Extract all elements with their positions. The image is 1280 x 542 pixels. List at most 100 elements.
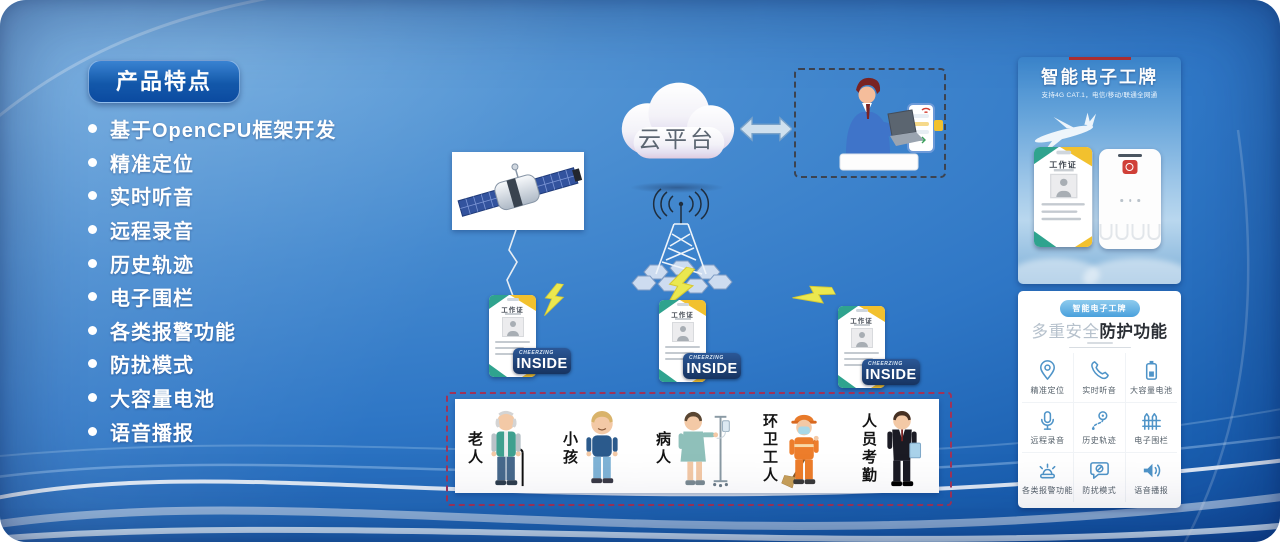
feature-item: 各类报警功能: [88, 314, 336, 348]
feature-text: 大容量电池: [110, 389, 215, 412]
photo-head: [509, 321, 516, 327]
feature-item: 精准定位: [88, 146, 336, 180]
work-badge-card: 工作证: [489, 295, 536, 377]
work-badge-card: 工作证: [1034, 147, 1093, 248]
bullet-icon: [88, 292, 97, 302]
user-groups-box: 老人 小孩: [455, 399, 939, 493]
fence-icon: [1141, 413, 1161, 430]
bullet-icon: [88, 426, 97, 436]
cell-tower: [622, 188, 740, 296]
feature-item: 大容量电池: [88, 381, 336, 415]
badge-text-bars: [1041, 203, 1085, 221]
badge-card-title: 工作证: [1049, 161, 1078, 171]
product-subtitle: 支持4G CAT.1，电信/移动/联通全网通: [1041, 92, 1158, 99]
photo-head: [858, 332, 865, 338]
badge-corner-decor: [489, 364, 507, 377]
route-icon: [1091, 411, 1108, 430]
badge-text-bars: [495, 341, 530, 355]
feature-item: 远程录音: [88, 213, 336, 247]
lightning-icon: [544, 282, 565, 317]
feature-cell: 历史轨迹: [1074, 403, 1126, 453]
cloud-platform: 云平台: [608, 70, 746, 176]
map-decoration: [1018, 258, 1100, 284]
subtitle-decor-bars: [1068, 342, 1131, 348]
feature-icon-grid: 精准定位 实时听音 大容量电池 远程录音: [1022, 353, 1177, 502]
badge-corner-decor: [659, 369, 677, 382]
badge-photo: [501, 317, 524, 337]
feature-label: 实时听音: [1082, 386, 1117, 395]
feature-item: 电子围栏: [88, 280, 336, 314]
feature-cell: 语音播报: [1126, 453, 1178, 502]
feature-text: 基于OpenCPU框架开发: [110, 120, 337, 143]
feature-cell: 防扰模式: [1074, 453, 1126, 502]
double-arrow-icon: [740, 116, 792, 142]
protection-features-card: 智能电子工牌 多重安全防护功能 精准定位 实时听音: [1018, 291, 1181, 508]
feature-item: 基于OpenCPU框架开发: [88, 112, 336, 146]
product-title: 智能电子工牌: [1041, 67, 1158, 87]
businessman-with-clipboard-illustration: [887, 410, 922, 487]
device-indicator-dots: [1120, 199, 1140, 202]
work-badge-unit: 工作证 CHEERZING INSIDE: [659, 300, 765, 410]
work-badge-unit: 工作证 CHEERZING INSIDE: [838, 306, 944, 416]
badge-clip-slot: [506, 298, 519, 301]
brand-label: CHEERZING: [689, 355, 724, 361]
feature-cell: 电子围栏: [1125, 403, 1177, 453]
badge-card-title: 工作证: [501, 307, 524, 314]
product-hero-card: 智能电子工牌 支持4G CAT.1，电信/移动/联通全网通 工作证: [1018, 57, 1181, 284]
cloud-label: 云平台: [638, 126, 716, 152]
red-accent-line: [1068, 57, 1131, 60]
lightning-icon: [665, 266, 696, 308]
feature-cell: 远程录音: [1022, 403, 1074, 453]
feature-item: 实时听音: [88, 179, 336, 213]
feature-cell: 大容量电池: [1125, 353, 1177, 403]
person-patient: 病人: [654, 409, 731, 489]
sos-button: [1122, 160, 1138, 174]
badge-subtitle-bar: [674, 318, 691, 320]
badge-subtitle-bar: [853, 324, 870, 326]
feature-cell: 实时听音: [1074, 353, 1126, 403]
operator-at-laptop-illustration: [839, 77, 943, 171]
operator-dashed-box: [794, 68, 946, 178]
child-illustration: [586, 410, 618, 484]
inside-chip-tag: CHEERZING INSIDE: [513, 348, 571, 374]
inside-chip-tag: CHEERZING INSIDE: [683, 353, 741, 379]
device-clip-slot: [1118, 154, 1142, 157]
badge-photo: [850, 328, 873, 348]
feature-label: 电子围栏: [1134, 436, 1169, 445]
badge-clip-slot: [855, 309, 868, 312]
feature-cell: 各类报警功能: [1022, 453, 1074, 502]
inside-chip-tag: CHEERZING INSIDE: [862, 359, 920, 385]
bullet-icon: [88, 157, 97, 167]
person-label: 病人: [654, 431, 671, 467]
person-label: 老人: [466, 431, 483, 467]
feature-text: 精准定位: [110, 153, 194, 176]
feature-text: 电子围栏: [110, 288, 194, 311]
person-label: 环卫工人: [761, 413, 778, 485]
section-title-badge: 产品特点: [88, 60, 240, 103]
photo-head: [679, 326, 686, 332]
badge-card-title: 工作证: [671, 312, 694, 319]
feature-text: 实时听音: [110, 187, 194, 210]
card-title-light: 多重安全: [1031, 323, 1100, 341]
product-badge-front: 工作证: [1034, 147, 1093, 248]
battery-icon: [1145, 360, 1157, 380]
photo-shoulders: [676, 336, 689, 341]
work-badge-card: 工作证: [659, 300, 706, 382]
person-label: 小孩: [561, 431, 578, 467]
brand-label: CHEERZING: [519, 350, 554, 356]
brand-label: CHEERZING: [868, 361, 903, 367]
bullet-icon: [88, 124, 97, 134]
feature-item: 防扰模式: [88, 347, 336, 381]
satellite-image-box: [452, 152, 584, 230]
bullet-icon: [88, 191, 97, 201]
badge-photo: [671, 322, 694, 342]
cloud-icon: [621, 82, 735, 159]
feature-label: 防扰模式: [1082, 486, 1117, 495]
photo-shoulders: [1055, 190, 1071, 198]
inside-label: INSIDE: [516, 355, 568, 372]
card-title-bold: 防护功能: [1099, 323, 1168, 341]
bullet-icon: [88, 225, 97, 235]
photo-shoulders: [855, 342, 868, 347]
person-child: 小孩: [561, 409, 624, 489]
satellite-icon: [457, 163, 583, 217]
